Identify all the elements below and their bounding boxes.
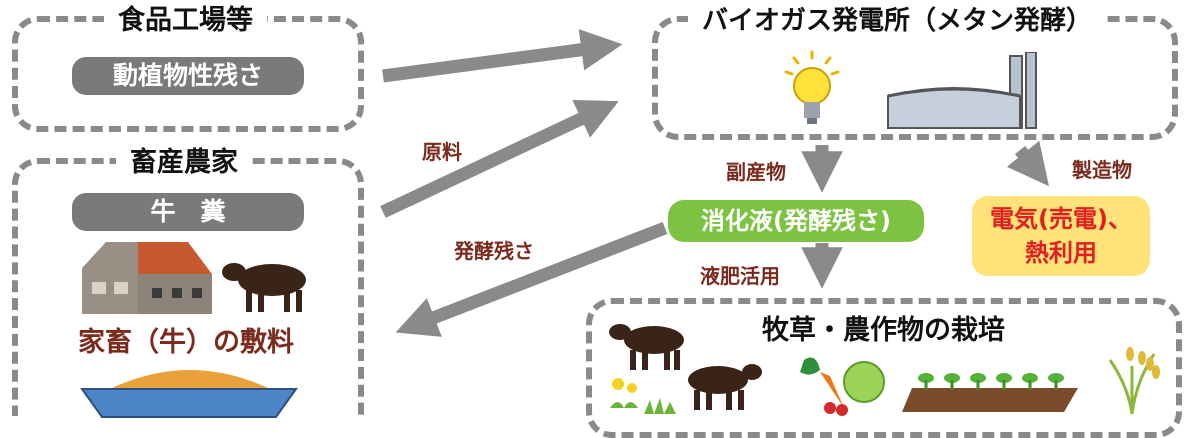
product-label: 製造物 <box>1072 158 1132 182</box>
biogas-plant-title: バイオガス発電所（メタン発酵） <box>688 4 1107 38</box>
liquid-fertilizer-use-label: 液肥活用 <box>700 264 780 288</box>
cultivation-title: 牧草・農作物の栽培 <box>762 315 1005 346</box>
energy-line-heat: 熱利用 <box>1025 239 1097 267</box>
cow-icon <box>222 263 306 312</box>
seedling-bed-icon <box>902 373 1078 412</box>
digester-tank-icon <box>887 52 1037 129</box>
livestock-farm-title: 畜産農家 <box>116 146 252 180</box>
fermentation-residue-label: 発酵残さ <box>454 239 534 263</box>
vegetables-icon <box>800 357 885 416</box>
barn-icon <box>82 242 212 314</box>
cow-icon <box>688 364 762 410</box>
cow-icon <box>609 324 684 370</box>
arrow-residue-to-farm <box>395 221 668 337</box>
light-bulb-icon <box>784 50 840 124</box>
rice-plant-icon <box>1108 347 1160 415</box>
dandelion-icon <box>610 378 638 408</box>
arrow-plant-to-energy <box>1006 140 1049 187</box>
food-factory-title: 食品工場等 <box>104 4 267 38</box>
cow-manure-pill: 牛 糞 <box>72 193 304 231</box>
digestate-pill: 消化液(発酵残さ) <box>668 200 924 242</box>
food-residue-pill: 動植物性残さ <box>72 57 304 95</box>
energy-line-electricity: 電気(売電)、 <box>990 205 1132 233</box>
flow-arrows <box>380 29 1049 337</box>
bedding-tray-icon <box>80 370 298 418</box>
grass-icon <box>644 398 676 414</box>
bedding-caption: 家畜（牛）の敷料 <box>78 327 294 358</box>
energy-box: 電気(売電)、 熱利用 <box>972 196 1150 276</box>
byproduct-label: 副産物 <box>726 160 786 184</box>
raw-material-label: 原料 <box>422 140 462 164</box>
arrow-farm-to-plant <box>380 100 619 218</box>
arrow-factory-to-plant <box>382 29 623 83</box>
